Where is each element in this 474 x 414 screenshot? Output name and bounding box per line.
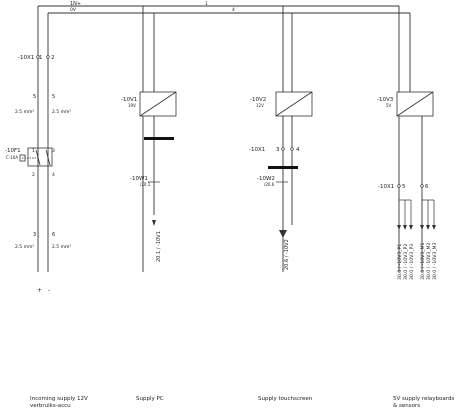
incoming-wire-left-size: 2.5 mm² — [15, 109, 34, 115]
relay-dest-p3: 30.0 / -10V3_P3 — [409, 244, 415, 280]
touch-wire-sub: /20.6 — [264, 182, 275, 187]
touch-wires — [282, 6, 293, 272]
pc-supply-diagonal — [139, 91, 177, 117]
incoming-lower-right-size: 2.5 mm² — [52, 244, 71, 250]
touch-terminal-ref: -10X1 — [249, 147, 265, 153]
touch-terminal-right: 4 — [296, 147, 300, 153]
touch-output-bar — [268, 166, 298, 169]
relay-arrow-p3 — [409, 225, 413, 230]
touch-terminal-circle-3 — [281, 147, 285, 151]
relay-dest-p1: 30.0 / -10V3_P1 — [397, 244, 403, 280]
top-supply-bus — [38, 5, 410, 14]
breaker-term-3: 3 — [52, 148, 55, 154]
relay-arrows — [397, 225, 436, 230]
incoming-plus: + — [37, 287, 42, 294]
relay-arrow-m2 — [426, 225, 430, 230]
touch-terminal-circle-4 — [290, 147, 294, 151]
touch-terminal-circles — [281, 147, 294, 151]
breaker-term-2: 2 — [32, 172, 35, 178]
relay-terminal-left: 5 — [402, 184, 406, 190]
relay-wires — [398, 6, 423, 272]
touch-wire-ref: -10W2 — [257, 176, 275, 182]
touch-power-supply — [275, 91, 313, 117]
touch-supply-ref: -10V2 — [250, 97, 266, 103]
touch-supply-diagonal — [275, 91, 313, 117]
incoming-supply-wires — [37, 6, 49, 272]
relay-branch-lines — [399, 199, 435, 225]
incoming-terminal-right: 2 — [51, 55, 55, 61]
pc-wires — [142, 6, 155, 272]
bus-label-4: 4 — [232, 7, 235, 13]
incoming-footer-line-1: Incoming supply 12V — [30, 396, 88, 402]
incoming-footer-line-2: verbruiks-accu — [30, 403, 71, 409]
relay-dest-p2: 30.0 / -10V3_P2 — [403, 244, 409, 280]
incoming-lower-right-num: 6 — [52, 232, 55, 238]
relay-terminal-circle-6 — [420, 184, 424, 188]
touch-supply-volt: 12V — [256, 103, 264, 108]
pc-arrow — [152, 220, 156, 226]
touch-footer: Supply touchscreen — [258, 396, 313, 402]
relay-arrow-p2 — [403, 225, 407, 230]
breaker-term-4: 4 — [52, 172, 55, 178]
breaker-term-1: 1 — [32, 148, 35, 154]
breaker-contact-left — [35, 149, 41, 166]
incoming-terminal-circles — [36, 55, 50, 59]
relay-terminal-circle-5 — [397, 184, 401, 188]
breaker-rating: C-10A — [6, 155, 18, 160]
pc-power-supply — [139, 91, 177, 117]
relay-dest-m1: 30.0 / -10V3_M1 — [420, 242, 426, 280]
incoming-minus: - — [48, 287, 50, 294]
incoming-wire-right-size: 2.5 mm² — [52, 109, 71, 115]
relay-arrow-m1 — [420, 225, 424, 230]
incoming-lower-left-num: 3 — [33, 232, 36, 238]
incoming-terminal-ref: -10X1 — [18, 55, 34, 61]
breaker-symbol — [19, 147, 53, 167]
bus-label-1: 1 — [205, 1, 208, 7]
relay-footer-line-2: & sensors — [393, 403, 420, 409]
relay-dest-m2: 30.0 / -10V3_M2 — [426, 242, 432, 280]
incoming-terminal-left: 1 — [39, 55, 43, 61]
bus-label-positive: 1N+ — [70, 1, 81, 7]
relay-footer-line-1: 5V supply relayboards — [393, 396, 454, 402]
relay-dest-m3: 30.0 / -10V3_M3 — [432, 242, 438, 280]
relay-supply-volt: 5V — [386, 103, 392, 108]
pc-dest-label: 20.1 / -10V1 — [156, 231, 162, 262]
bus-label-zero: 0V — [70, 7, 77, 13]
relay-arrow-p1 — [397, 225, 401, 230]
pc-wire-sub: /20.1 — [140, 182, 151, 187]
touch-arrow — [279, 230, 287, 238]
relay-arrow-m3 — [432, 225, 436, 230]
pc-output-bar — [144, 137, 174, 140]
terminal-circle-2 — [46, 55, 50, 59]
touch-dest-label: 20.6 / -10V2 — [284, 239, 290, 270]
incoming-wire-right-num: 5 — [52, 94, 55, 100]
relay-terminal-circles — [397, 184, 424, 188]
relay-terminal-ref: -10X1 — [378, 184, 394, 190]
pc-supply-volt: 19V — [128, 103, 136, 108]
breaker-handle — [19, 154, 26, 162]
pc-wire-ref: -10W1 — [130, 176, 148, 182]
relay-supply-ref: -10V3 — [377, 97, 394, 103]
incoming-wire-left-num: 5 — [33, 94, 36, 100]
pc-supply-ref: -10V1 — [121, 97, 137, 103]
pc-footer: Supply PC — [136, 396, 164, 402]
relay-power-supply — [396, 91, 434, 117]
breaker-ref: -10F1 — [5, 148, 21, 154]
touch-terminal-left: 3 — [276, 147, 280, 153]
breaker-contact-right — [45, 149, 51, 166]
incoming-lower-left-size: 2.5 mm² — [15, 244, 34, 250]
terminal-circle-1 — [36, 55, 40, 59]
relay-terminal-right: 6 — [425, 184, 429, 190]
breaker-body — [27, 147, 53, 167]
relay-supply-diagonal — [396, 91, 434, 117]
